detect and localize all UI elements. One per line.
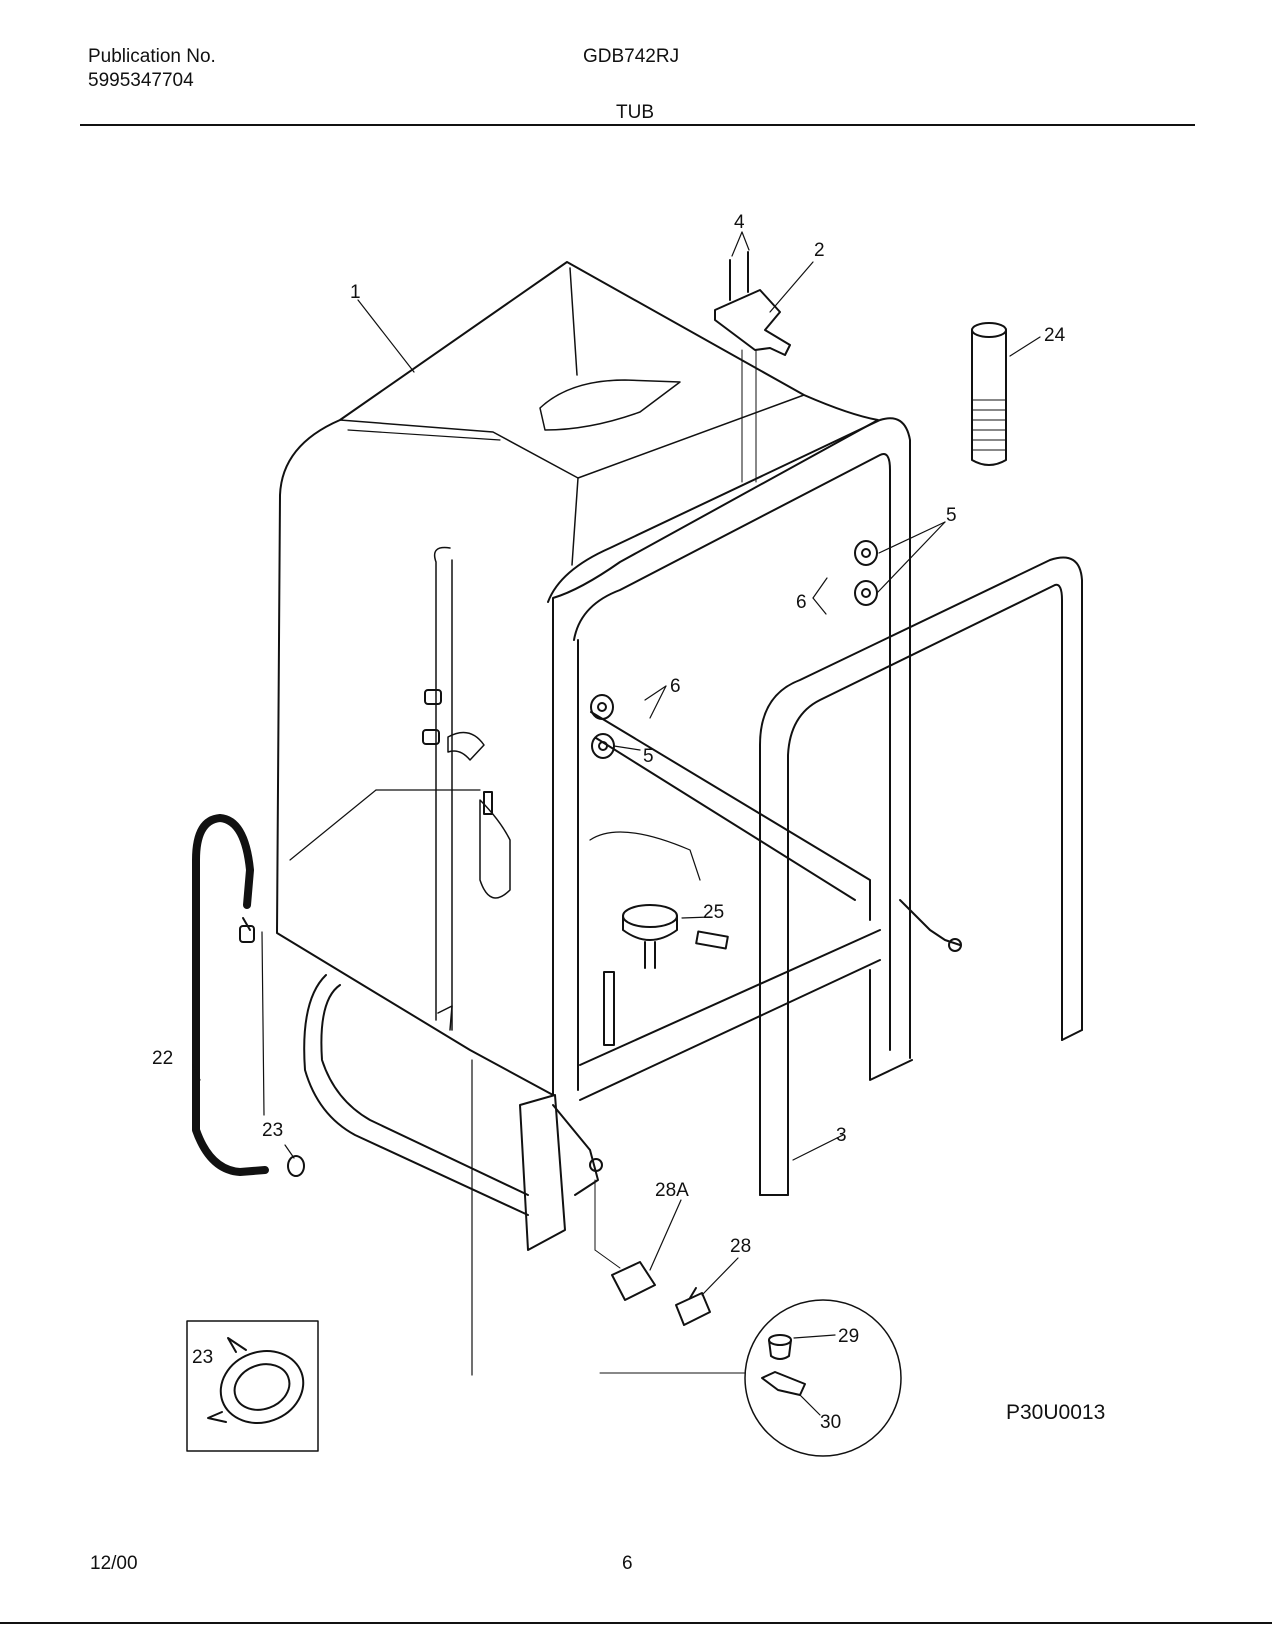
- header-rule: [80, 124, 1195, 126]
- footer-page-number: 6: [622, 1553, 633, 1574]
- section-title: TUB: [616, 102, 654, 123]
- publication-label: Publication No.: [88, 46, 216, 67]
- callout-25: 25: [703, 902, 724, 923]
- callout-2: 2: [814, 240, 825, 261]
- callout-23-inset: 23: [192, 1347, 213, 1368]
- tub-front-frame: [547, 417, 913, 1101]
- door-switch: [594, 1179, 711, 1326]
- publication-number: 5995347704: [88, 70, 194, 91]
- rack-rollers: [590, 540, 878, 759]
- callout-5-upper: 5: [946, 505, 957, 526]
- callout-6-lower: 6: [670, 676, 681, 697]
- drain-hose: [192, 814, 269, 1176]
- callout-22: 22: [152, 1048, 173, 1069]
- callout-4: 4: [734, 212, 745, 233]
- callout-leaders: [192, 231, 1041, 1416]
- mounting-bracket: [714, 251, 791, 483]
- hose-clamp: [287, 1155, 305, 1177]
- clamp-detail-inset: [186, 1320, 319, 1452]
- callout-3: 3: [836, 1125, 847, 1146]
- footer-date: 12/00: [90, 1553, 138, 1574]
- callout-28a: 28A: [655, 1180, 689, 1201]
- float-assembly: [589, 831, 729, 1046]
- callout-30: 30: [820, 1412, 841, 1433]
- door-gasket: [759, 556, 1083, 1196]
- base-frame: [303, 899, 962, 1251]
- callout-28: 28: [730, 1236, 751, 1257]
- drain-tube: [971, 322, 1007, 466]
- model-number: GDB742RJ: [583, 46, 680, 67]
- figure-code: P30U0013: [1006, 1401, 1106, 1424]
- tub-body: [276, 261, 879, 1096]
- callout-5-lower: 5: [643, 746, 654, 767]
- callout-24: 24: [1044, 325, 1066, 346]
- callout-6-upper: 6: [796, 592, 807, 613]
- callout-29: 29: [838, 1326, 859, 1347]
- callout-23: 23: [262, 1120, 283, 1141]
- footer-rule: [0, 1622, 1272, 1624]
- callout-labels: 1 2 3 4 5 5 6 6 22 23 23 24 25 28 28A 29…: [152, 212, 1066, 1433]
- callout-1: 1: [350, 282, 361, 303]
- sensor-detail-inset: [599, 1299, 902, 1457]
